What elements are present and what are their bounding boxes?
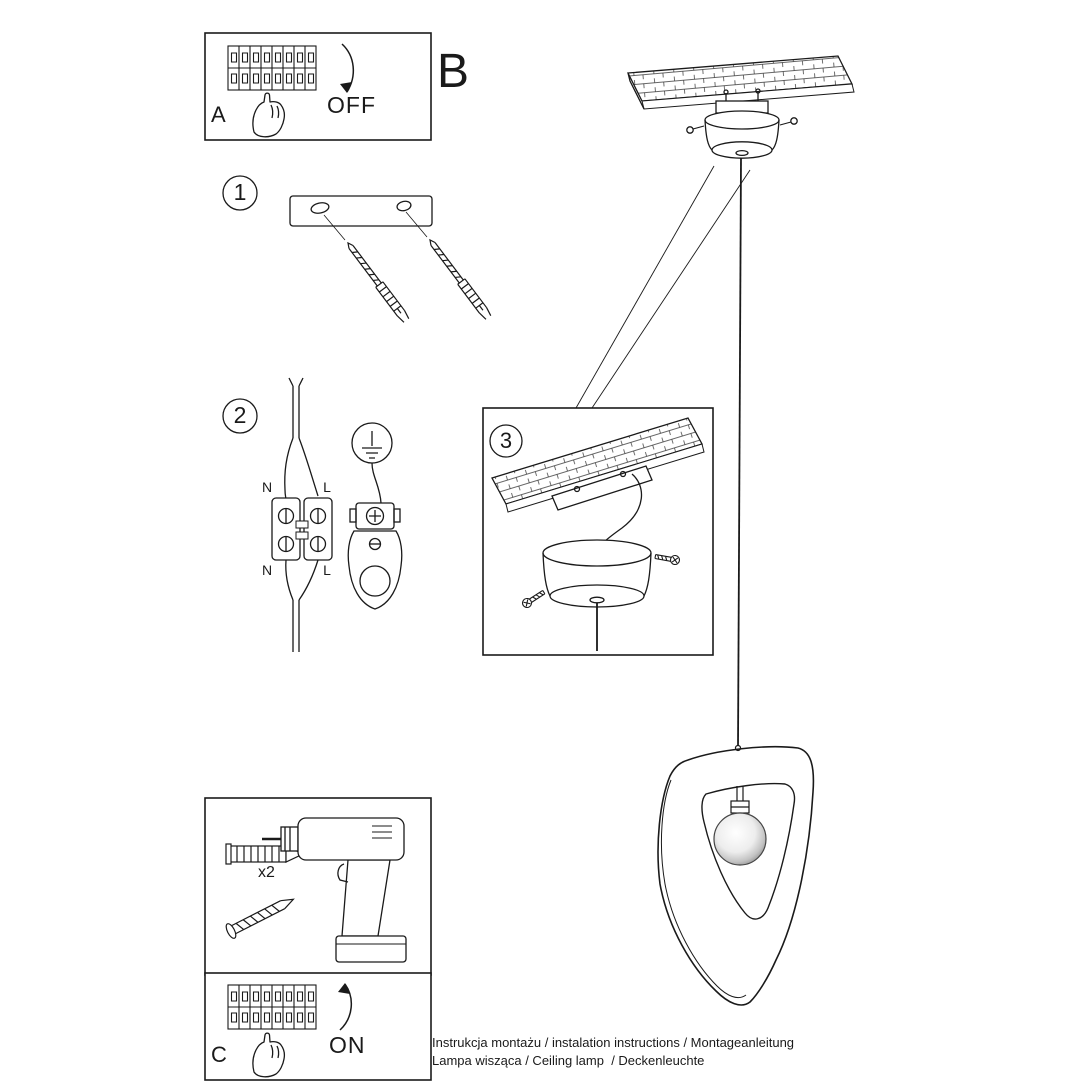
step-3-badge [489, 424, 523, 458]
off-arrow-icon [340, 43, 354, 93]
off-label: OFF [327, 92, 376, 118]
step-3-illustration [482, 407, 714, 656]
step-2-number: 2 [233, 402, 247, 428]
section-b-illustration [575, 55, 855, 749]
drill-icon [262, 817, 407, 963]
wall-plug-screw-icon [425, 236, 493, 321]
section-a-label: A [211, 102, 226, 127]
tools-box [204, 797, 432, 976]
dowel-quantity-label: x2 [258, 864, 275, 881]
cable-out [285, 559, 319, 652]
step-2-badge [222, 398, 258, 434]
section-c-label: C [211, 1042, 227, 1067]
wire-label-n-bottom: N [261, 562, 273, 578]
supply-cable [284, 377, 319, 501]
panel-c [204, 972, 432, 1081]
on-label: ON [329, 1032, 366, 1058]
lamp-shade-thickness [660, 779, 747, 999]
lamp-shade-outer [657, 745, 815, 1006]
step-2-illustration [222, 377, 403, 652]
ceiling-slab [626, 55, 855, 110]
terminal-block [271, 497, 333, 561]
pendant-cord [737, 157, 742, 749]
wall-plug-screw-icon [343, 239, 411, 324]
earth-wire [371, 462, 382, 504]
step-3-number: 3 [499, 428, 513, 453]
section-b-label: B [437, 45, 470, 98]
strain-relief-connector [347, 502, 403, 610]
ceiling-canopy [686, 110, 798, 159]
wire-label-l-top: L [323, 479, 331, 495]
footer-line-2: Lampa wisząca / Ceiling lamp / Deckenleu… [432, 1053, 705, 1068]
panel-c-frame [204, 972, 432, 1081]
wire-label-n-top: N [261, 479, 273, 495]
canopy-detail [520, 539, 681, 651]
step-1-illustration [222, 175, 493, 324]
earth-symbol-icon [351, 422, 393, 464]
footer-line-1: Instrukcja montażu / instalation instruc… [432, 1035, 795, 1050]
screw-icon [225, 898, 295, 939]
wall-plug-icon [225, 843, 305, 865]
detail-leader-lines [575, 165, 751, 409]
lamp-shade-window [701, 782, 796, 920]
light-bulb-icon [713, 812, 767, 866]
step-1-badge [222, 175, 258, 211]
pendant-lamp [657, 744, 815, 1006]
step-1-number: 1 [233, 179, 247, 205]
on-arrow-icon [338, 983, 352, 1031]
wire-label-l-bottom: L [323, 562, 331, 578]
panel-a [204, 32, 432, 141]
bulb-and-socket [713, 786, 767, 866]
panel-a-frame [204, 32, 432, 141]
